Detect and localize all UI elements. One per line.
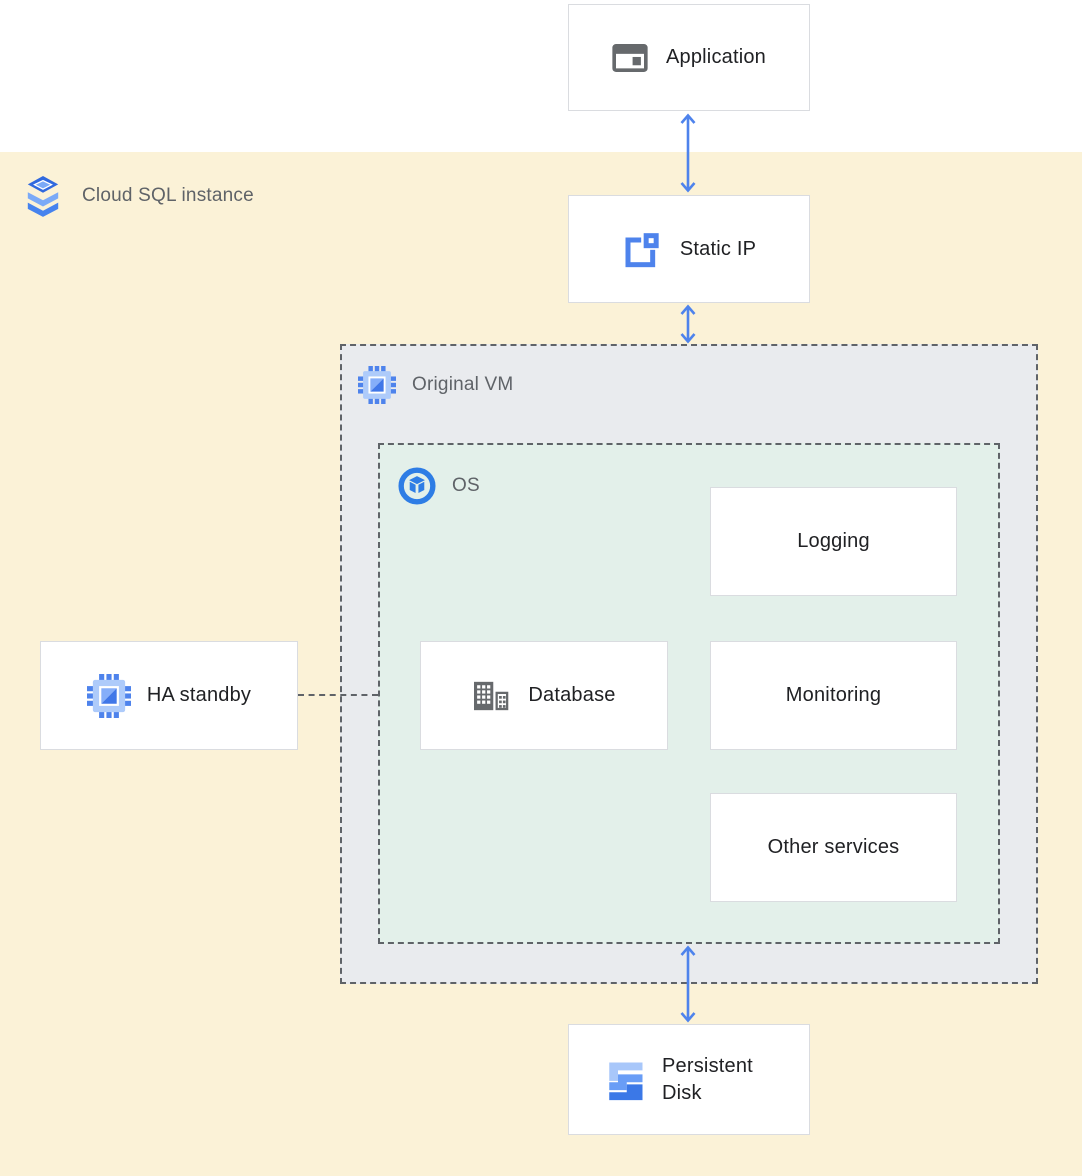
app-window-icon: [612, 43, 648, 72]
node-application-label: Application: [665, 46, 767, 68]
arrow-os-persistentdisk: [680, 945, 696, 1023]
node-logging-label: Logging: [797, 530, 870, 552]
os-region-label: OS: [398, 467, 480, 505]
node-persistent-disk-label: Persistent Disk: [662, 1054, 753, 1104]
node-other-services-label: Other services: [767, 836, 900, 858]
node-ha-standby: HA standby: [40, 641, 298, 750]
static-ip-icon: [625, 230, 661, 268]
original-vm-region-label-text: Original VM: [412, 374, 514, 395]
node-database-label: Database: [528, 684, 616, 706]
cloud-sql-icon: [27, 176, 59, 217]
cloud-sql-region-label-text: Cloud SQL instance: [82, 185, 254, 206]
node-logging: Logging: [710, 487, 957, 596]
os-disk-image-icon: [398, 467, 436, 505]
compute-engine-icon: [86, 673, 131, 718]
node-persistent-disk: Persistent Disk: [568, 1024, 810, 1135]
node-application: Application: [568, 4, 810, 111]
node-database: Database: [420, 641, 668, 750]
original-vm-region-label: Original VM: [358, 366, 513, 404]
node-static-ip: Static IP: [568, 195, 810, 303]
node-monitoring: Monitoring: [710, 641, 957, 750]
node-monitoring-label: Monitoring: [785, 684, 882, 706]
node-static-ip-label: Static IP: [679, 237, 757, 260]
node-ha-standby-label: HA standby: [146, 684, 252, 706]
arrow-application-staticip: [680, 113, 696, 193]
compute-engine-icon: [358, 366, 396, 404]
arrow-staticip-vm: [680, 304, 696, 344]
connector-hastandby-vm: [298, 694, 378, 696]
os-region-label-text: OS: [452, 475, 480, 496]
cloud-sql-region-label: Cloud SQL instance: [24, 174, 254, 218]
node-other-services: Other services: [710, 793, 957, 902]
persistent-disk-icon: [609, 1062, 643, 1100]
database-building-icon: [474, 681, 509, 710]
